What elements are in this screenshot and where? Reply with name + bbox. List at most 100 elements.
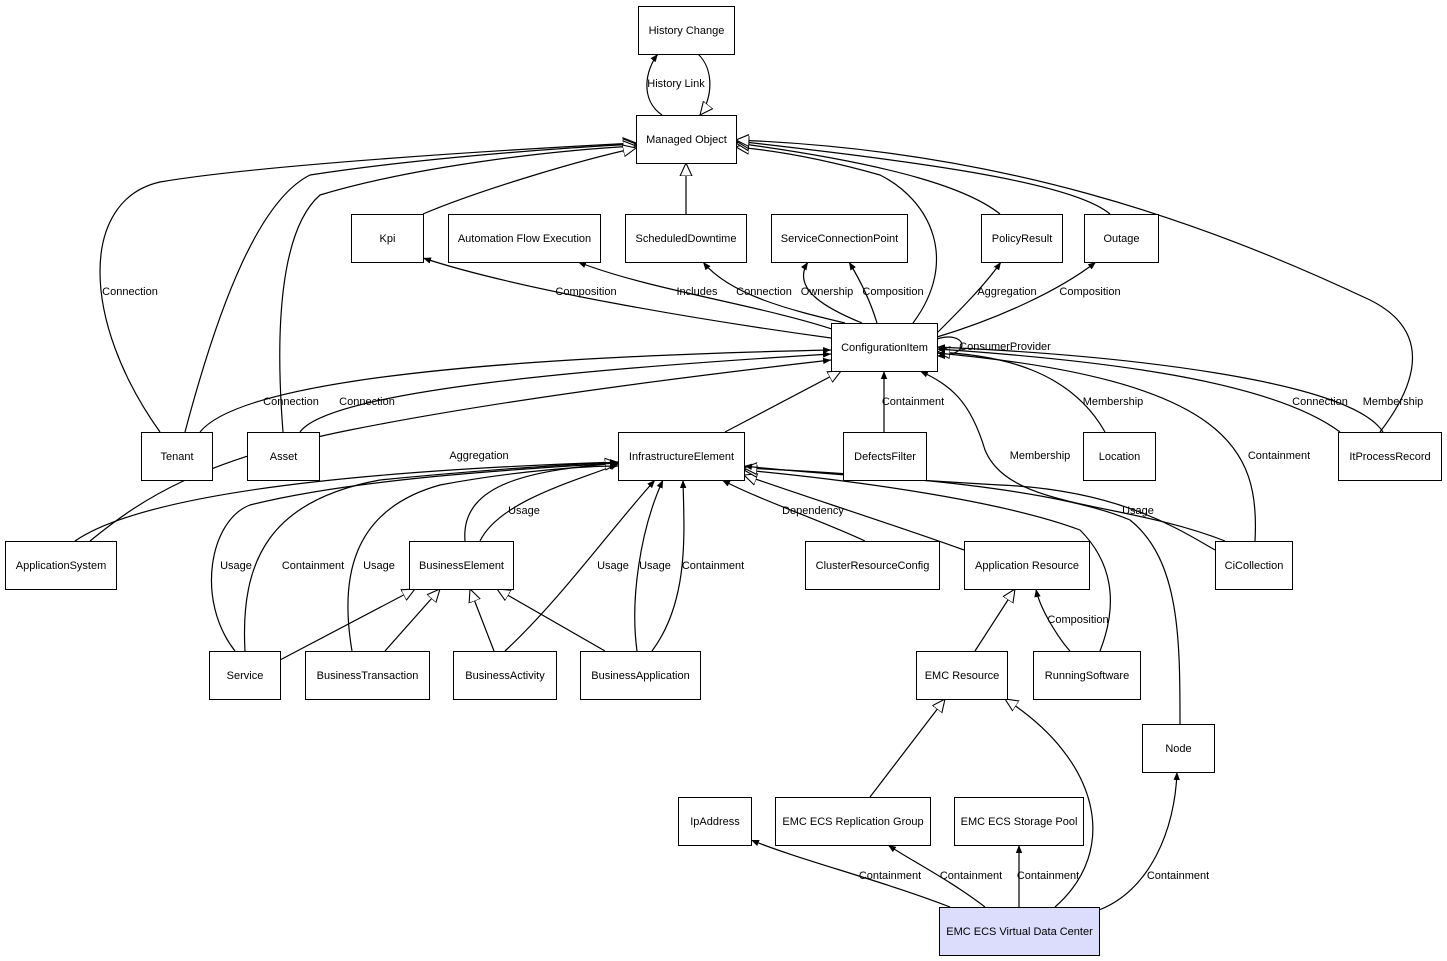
edge-outage-mo: [736, 141, 1111, 215]
node-vdc[interactable]: EMC ECS Virtual Data Center: [939, 907, 1100, 956]
node-service[interactable]: Service: [209, 651, 281, 700]
node-label: Application Resource: [975, 560, 1079, 572]
node-policy-result[interactable]: PolicyResult: [981, 214, 1063, 263]
edge-line: [422, 257, 832, 339]
edge-bizapp-infra-usage: Usage: [634, 479, 671, 652]
edge-asset-ci: Connection: [299, 351, 832, 433]
edge-line: [199, 346, 832, 433]
edge-label: Dependency: [782, 505, 844, 517]
node-tenant[interactable]: Tenant: [141, 432, 213, 481]
node-label: PolicyResult: [992, 233, 1053, 245]
edge-vdc-node: Containment: [1098, 771, 1209, 911]
edge-running-appres: Composition: [1034, 588, 1109, 652]
edge-line: [750, 839, 951, 908]
node-ipaddress[interactable]: IpAddress: [678, 797, 752, 846]
edge-line: [384, 589, 440, 652]
node-bizactivity[interactable]: BusinessActivity: [453, 651, 557, 700]
edge-service-infra-usage: Usage: [210, 460, 619, 652]
edge-line: [299, 351, 832, 433]
edge-biztx-biz: [384, 589, 440, 652]
node-defects[interactable]: DefectsFilter: [843, 432, 927, 481]
node-itprocess[interactable]: ItProcessRecord: [1338, 432, 1442, 481]
node-label: Outage: [1103, 233, 1139, 245]
edge-label: Containment: [859, 870, 921, 882]
node-asset[interactable]: Asset: [247, 432, 320, 481]
edge-label: Composition: [862, 286, 923, 298]
node-location[interactable]: Location: [1083, 432, 1156, 481]
node-label: History Change: [649, 25, 725, 37]
node-scheduled-downtime[interactable]: ScheduledDowntime: [625, 214, 747, 263]
edge-bizapp-biz: [497, 589, 606, 652]
node-node[interactable]: Node: [1142, 724, 1215, 773]
node-label: ConfigurationItem: [841, 342, 928, 354]
edge-kpi-mo: [422, 148, 636, 215]
node-label: ClusterResourceConfig: [816, 560, 930, 572]
edge-line: [634, 479, 664, 652]
edge-emc-appres: [974, 589, 1015, 652]
node-automation-flow[interactable]: Automation Flow Execution: [448, 214, 601, 263]
node-box: [636, 115, 737, 164]
node-ci[interactable]: ConfigurationItem: [831, 323, 938, 372]
node-replication[interactable]: EMC ECS Replication Group: [775, 797, 931, 846]
edge-itp-mo: [736, 140, 1414, 433]
edge-line: [646, 53, 663, 116]
edge-line: [724, 371, 841, 433]
edge-tenant-ci: Connection: [199, 346, 832, 433]
node-label: Managed Object: [646, 134, 727, 146]
edge-vdc-repl: Containment: [887, 844, 1002, 908]
edge-loc-ci: Membership: [937, 352, 1143, 433]
edge-line: [99, 143, 636, 433]
node-scp[interactable]: ServiceConnectionPoint: [771, 214, 908, 263]
node-box: [5, 541, 117, 590]
edge-coll-ci-cont: Containment: [936, 350, 1310, 542]
node-bizapp[interactable]: BusinessApplication: [580, 651, 701, 700]
edge-label: Containment: [882, 396, 944, 408]
node-label: BusinessElement: [419, 560, 504, 572]
node-label: Tenant: [160, 451, 193, 463]
edge-line: [936, 261, 1097, 338]
node-managed-object[interactable]: Managed Object: [636, 115, 737, 164]
edge-line: [651, 479, 687, 652]
node-box: [678, 797, 752, 846]
node-cluster[interactable]: ClusterResourceConfig: [805, 541, 940, 590]
edge-label: Usage: [363, 560, 395, 572]
node-appsystem[interactable]: ApplicationSystem: [5, 541, 117, 590]
node-kpi[interactable]: Kpi: [351, 214, 424, 263]
edge-label: Containment: [940, 870, 1002, 882]
edge-pr-mo: [736, 143, 1001, 215]
edge-line: [743, 463, 1216, 551]
edge-service-biz: [279, 589, 415, 661]
edge-cluster-infra: Dependency: [721, 479, 866, 542]
node-box: [964, 541, 1090, 590]
edge-line: [936, 346, 1341, 433]
node-history-change[interactable]: History Change: [638, 6, 735, 55]
node-cicollection[interactable]: CiCollection: [1215, 541, 1293, 590]
node-label: Location: [1099, 451, 1141, 463]
edge-infra-ci: [724, 371, 841, 433]
node-label: InfrastructureElement: [629, 451, 734, 463]
edge-vdc-pool: Containment: [1015, 845, 1079, 907]
node-biztx[interactable]: BusinessTransaction: [305, 651, 430, 700]
node-outage[interactable]: Outage: [1084, 214, 1159, 263]
node-infra[interactable]: InfrastructureElement: [618, 432, 745, 481]
edge-line: [1005, 699, 1094, 908]
edge-tenant-mo2: [184, 144, 636, 433]
node-label: IpAddress: [690, 816, 740, 828]
node-running[interactable]: RunningSoftware: [1033, 651, 1141, 700]
node-bizelement[interactable]: BusinessElement: [409, 541, 514, 590]
edge-line: [936, 344, 1384, 433]
edge-line: [577, 261, 836, 331]
node-storagepool[interactable]: EMC ECS Storage Pool: [954, 797, 1084, 846]
edge-label: Containment: [682, 560, 744, 572]
node-box: [409, 541, 514, 590]
edge-line: [702, 261, 846, 324]
edge-appsys-ci: Aggregation: [89, 357, 832, 542]
edge-biz-infra-usage: Usage: [479, 463, 619, 542]
node-appresource[interactable]: Application Resource: [964, 541, 1090, 590]
edge-label: Connection: [1292, 396, 1348, 408]
edge-history-inh: [697, 53, 710, 115]
edge-line: [470, 589, 495, 652]
edge-ci-mo: [736, 147, 938, 324]
node-emcresource[interactable]: EMC Resource: [916, 651, 1008, 700]
edge-line: [936, 350, 1257, 542]
